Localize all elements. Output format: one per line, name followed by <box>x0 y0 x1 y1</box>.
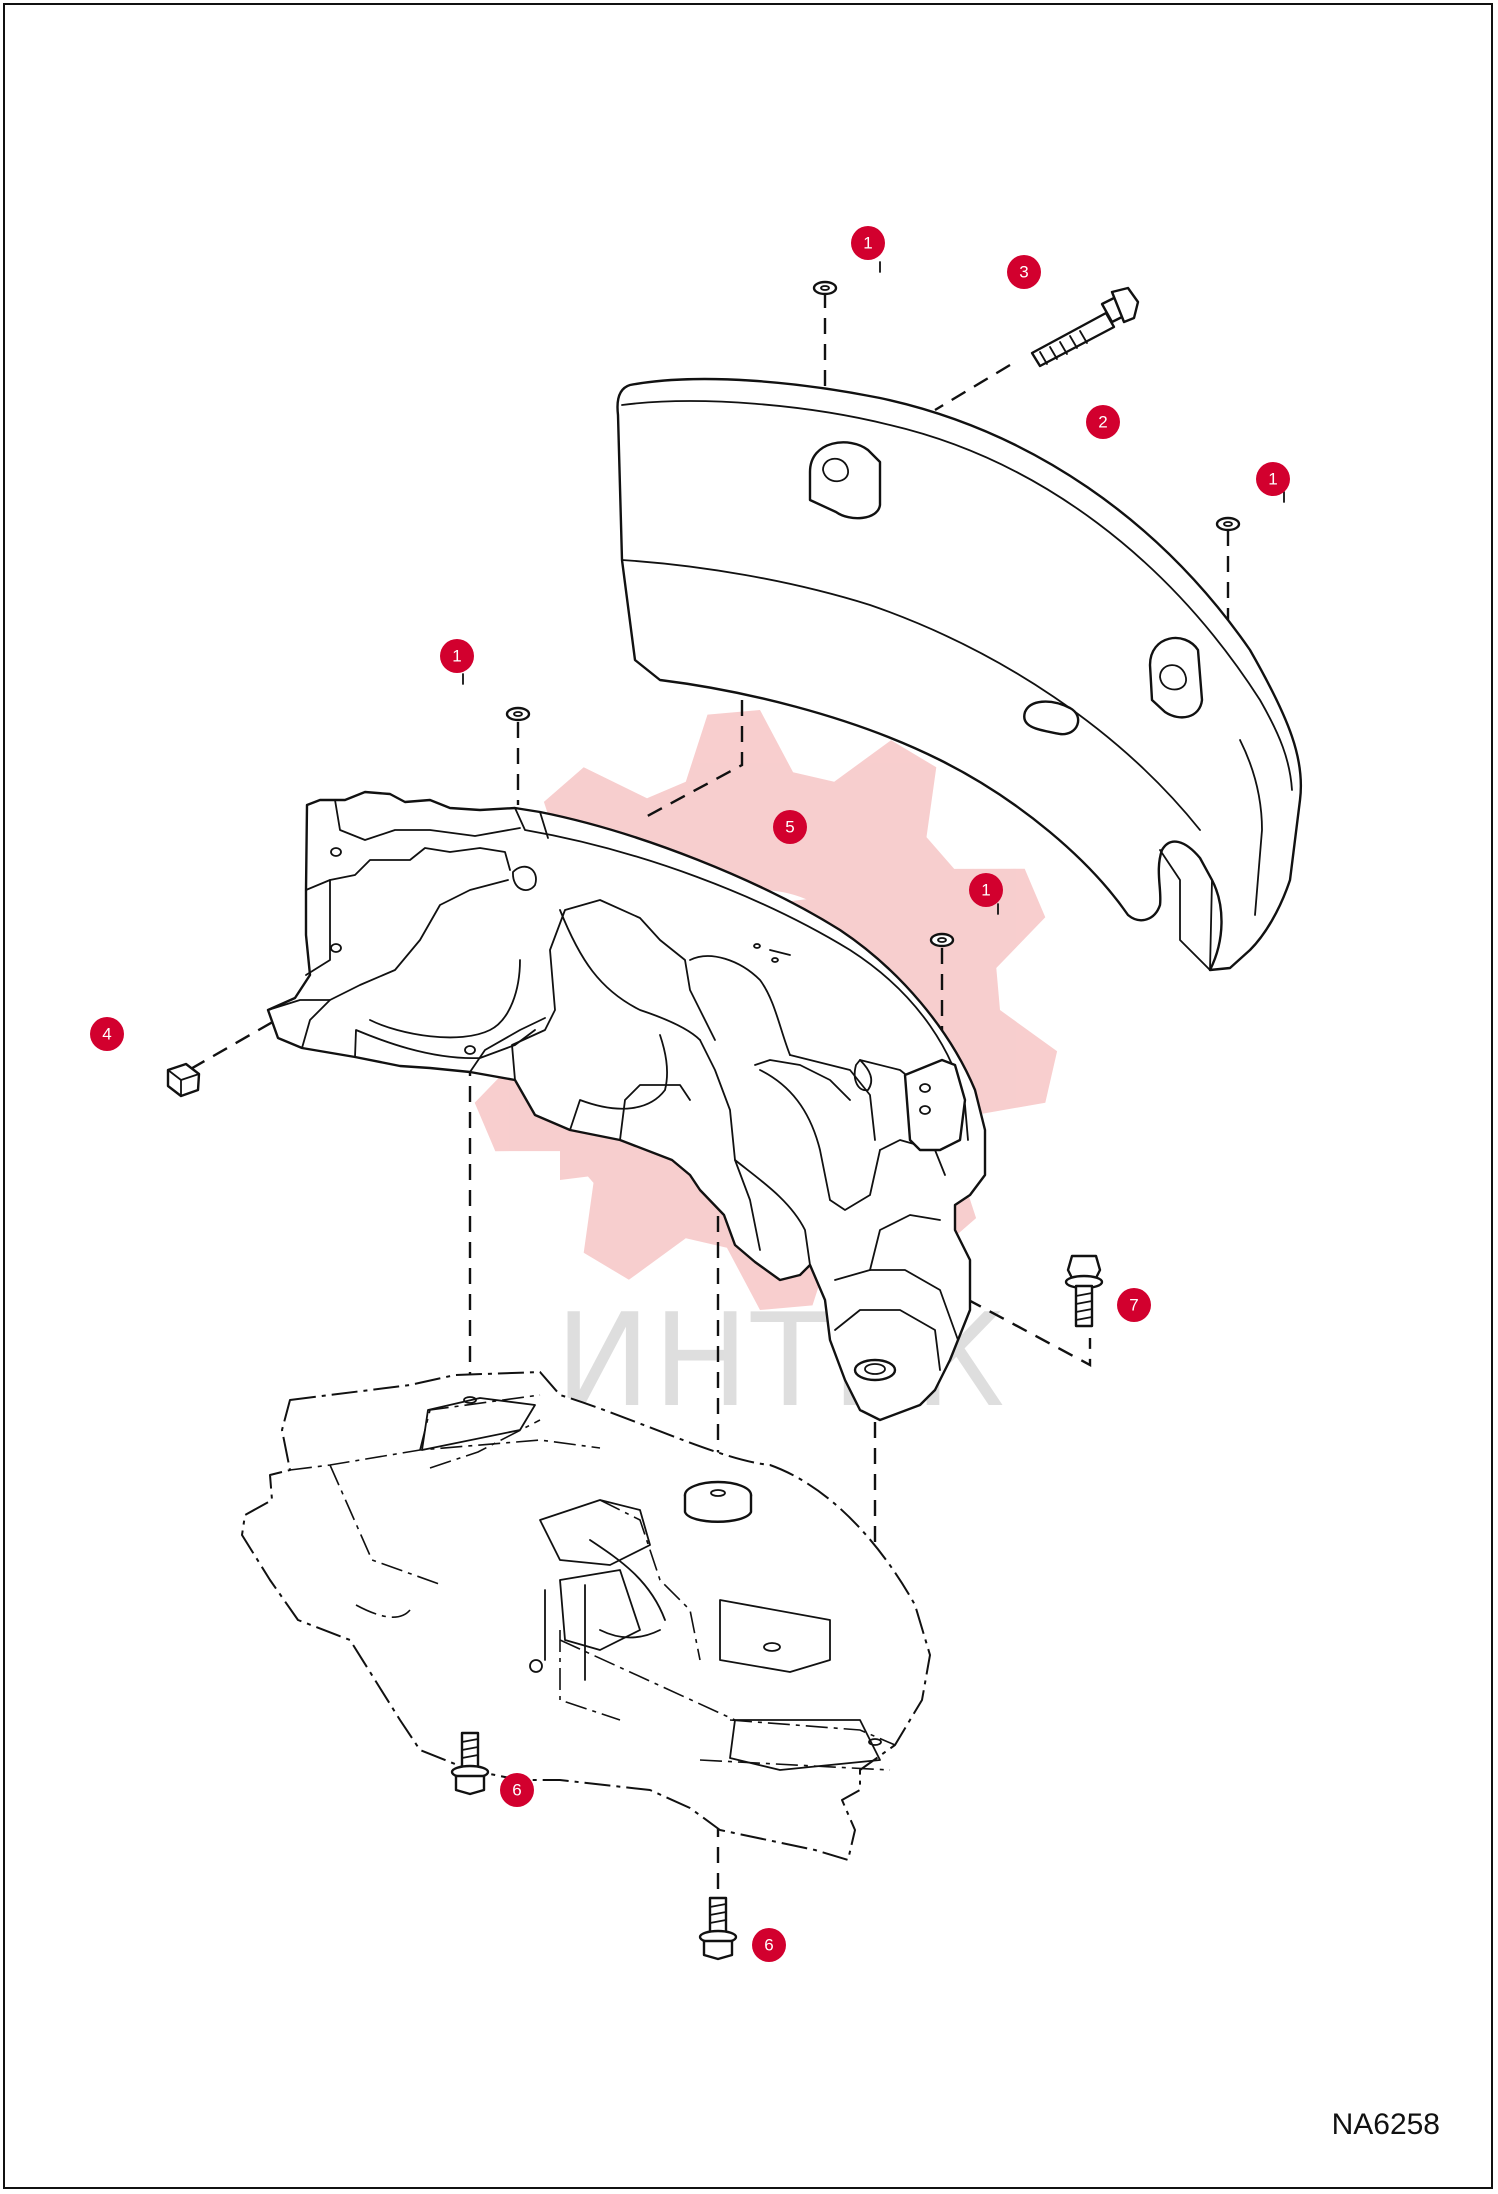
callout-badge-1: 1 <box>440 639 474 673</box>
counterweight-part-2 <box>616 377 1303 972</box>
callout-badge-4: 4 <box>90 1017 124 1051</box>
callout-circle <box>752 1928 786 1962</box>
callout-badge-3: 3 <box>1007 255 1041 289</box>
bolt-part-6-right <box>698 1896 738 1961</box>
callout-label: 5 <box>785 818 794 837</box>
long-bolt-part-3 <box>1030 286 1140 368</box>
fasteners <box>166 280 1241 1961</box>
callout-label: 7 <box>1129 1296 1138 1315</box>
callout-circle <box>1117 1288 1151 1322</box>
callouts: 1 3 2 1 1 5 1 4 7 6 6 <box>90 226 1290 1962</box>
callout-circle <box>969 873 1003 907</box>
callout-label: 4 <box>102 1025 111 1044</box>
callout-circle <box>500 1773 534 1807</box>
callout-label: 1 <box>1268 470 1277 489</box>
plug-part-1-lower <box>929 932 955 948</box>
plug-part-1-top <box>812 280 838 296</box>
counterweight-bracket-part-5 <box>266 790 987 1422</box>
nut-part-4 <box>166 1062 201 1098</box>
callout-badge-1: 1 <box>969 873 1003 907</box>
bolt-part-7 <box>1064 1254 1104 1328</box>
callout-badge-2: 2 <box>1086 405 1120 439</box>
callout-badge-7: 7 <box>1117 1288 1151 1322</box>
callout-badge-6: 6 <box>500 1773 534 1807</box>
callout-ticks <box>462 261 1285 915</box>
callout-label: 3 <box>1019 263 1028 282</box>
callout-circle <box>90 1017 124 1051</box>
callout-badge-1: 1 <box>851 226 885 260</box>
callout-circle <box>1086 405 1120 439</box>
callout-circle <box>1007 255 1041 289</box>
plug-part-1-left <box>505 706 531 722</box>
callout-circle <box>773 810 807 844</box>
callout-badge-1: 1 <box>1256 462 1290 496</box>
callout-label: 6 <box>764 1936 773 1955</box>
callout-circle <box>851 226 885 260</box>
callout-label: 2 <box>1098 413 1107 432</box>
callout-circle <box>440 639 474 673</box>
callout-label: 6 <box>512 1781 521 1800</box>
callout-label: 1 <box>981 881 990 900</box>
drawing-number: NA6258 <box>1331 2108 1440 2141</box>
callout-circle <box>1256 462 1290 496</box>
callout-label: 1 <box>452 647 461 666</box>
callout-badge-6: 6 <box>752 1928 786 1962</box>
drawing-frame <box>3 3 1493 2189</box>
plug-part-1-right <box>1215 516 1241 532</box>
bolt-part-6-left <box>450 1731 490 1796</box>
callout-badge-5: 5 <box>773 810 807 844</box>
machine-frame-phantom <box>241 1371 931 1861</box>
callout-label: 1 <box>863 234 872 253</box>
